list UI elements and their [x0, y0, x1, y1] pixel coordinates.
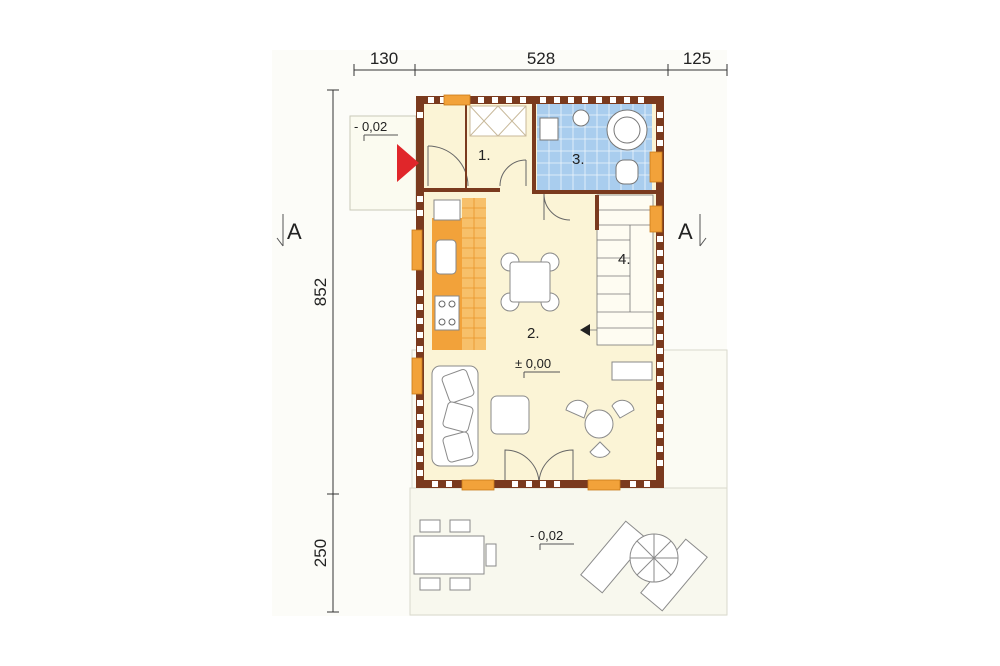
terrace-dining-set — [413, 519, 497, 591]
terrace-loungers — [580, 520, 708, 612]
kitchen-counter — [432, 198, 486, 350]
dim-top-left: 130 — [370, 49, 398, 68]
dimension-labels-left: 852 250 — [311, 278, 330, 567]
coffee-table — [490, 395, 530, 435]
bathroom-fixtures — [539, 109, 648, 185]
level-entrance: - 0,02 — [354, 119, 398, 141]
section-marker-left: A — [276, 214, 302, 247]
sofa — [431, 365, 479, 467]
room-label-bathroom: 3. — [572, 151, 585, 168]
level-interior: ± 0,00 — [515, 356, 560, 378]
dim-left-terrace: 250 — [311, 539, 330, 567]
dimension-lines — [327, 64, 728, 613]
hob — [434, 295, 460, 331]
sink — [435, 239, 457, 275]
round-table-set — [565, 399, 635, 458]
level-terrace: - 0,02 — [530, 528, 574, 550]
windows — [411, 94, 663, 491]
room-label-hall: 1. — [478, 147, 491, 164]
stair-cabinet — [611, 361, 653, 381]
hall-wardrobe — [469, 105, 527, 137]
dim-top-right: 125 — [683, 49, 711, 68]
section-label-right: A — [678, 219, 693, 244]
doors — [427, 145, 574, 485]
wall-blocks — [417, 97, 663, 487]
section-marker-right: A — [678, 214, 707, 247]
entry-arrow — [397, 144, 419, 182]
room-label-stairs: 4. — [618, 251, 631, 268]
section-label-left: A — [287, 219, 302, 244]
fridge — [433, 199, 461, 221]
interior-walls — [420, 100, 660, 230]
dimension-labels-top: 130 528 125 — [370, 49, 711, 68]
room-label-living: 2. — [527, 325, 540, 342]
dim-left-house: 852 — [311, 278, 330, 306]
dining-set — [500, 252, 560, 312]
staircase — [580, 194, 654, 346]
level-label-interior: ± 0,00 — [515, 356, 551, 371]
dim-top-middle: 528 — [527, 49, 555, 68]
level-label-terrace: - 0,02 — [530, 528, 563, 543]
level-label-entrance: - 0,02 — [354, 119, 387, 134]
